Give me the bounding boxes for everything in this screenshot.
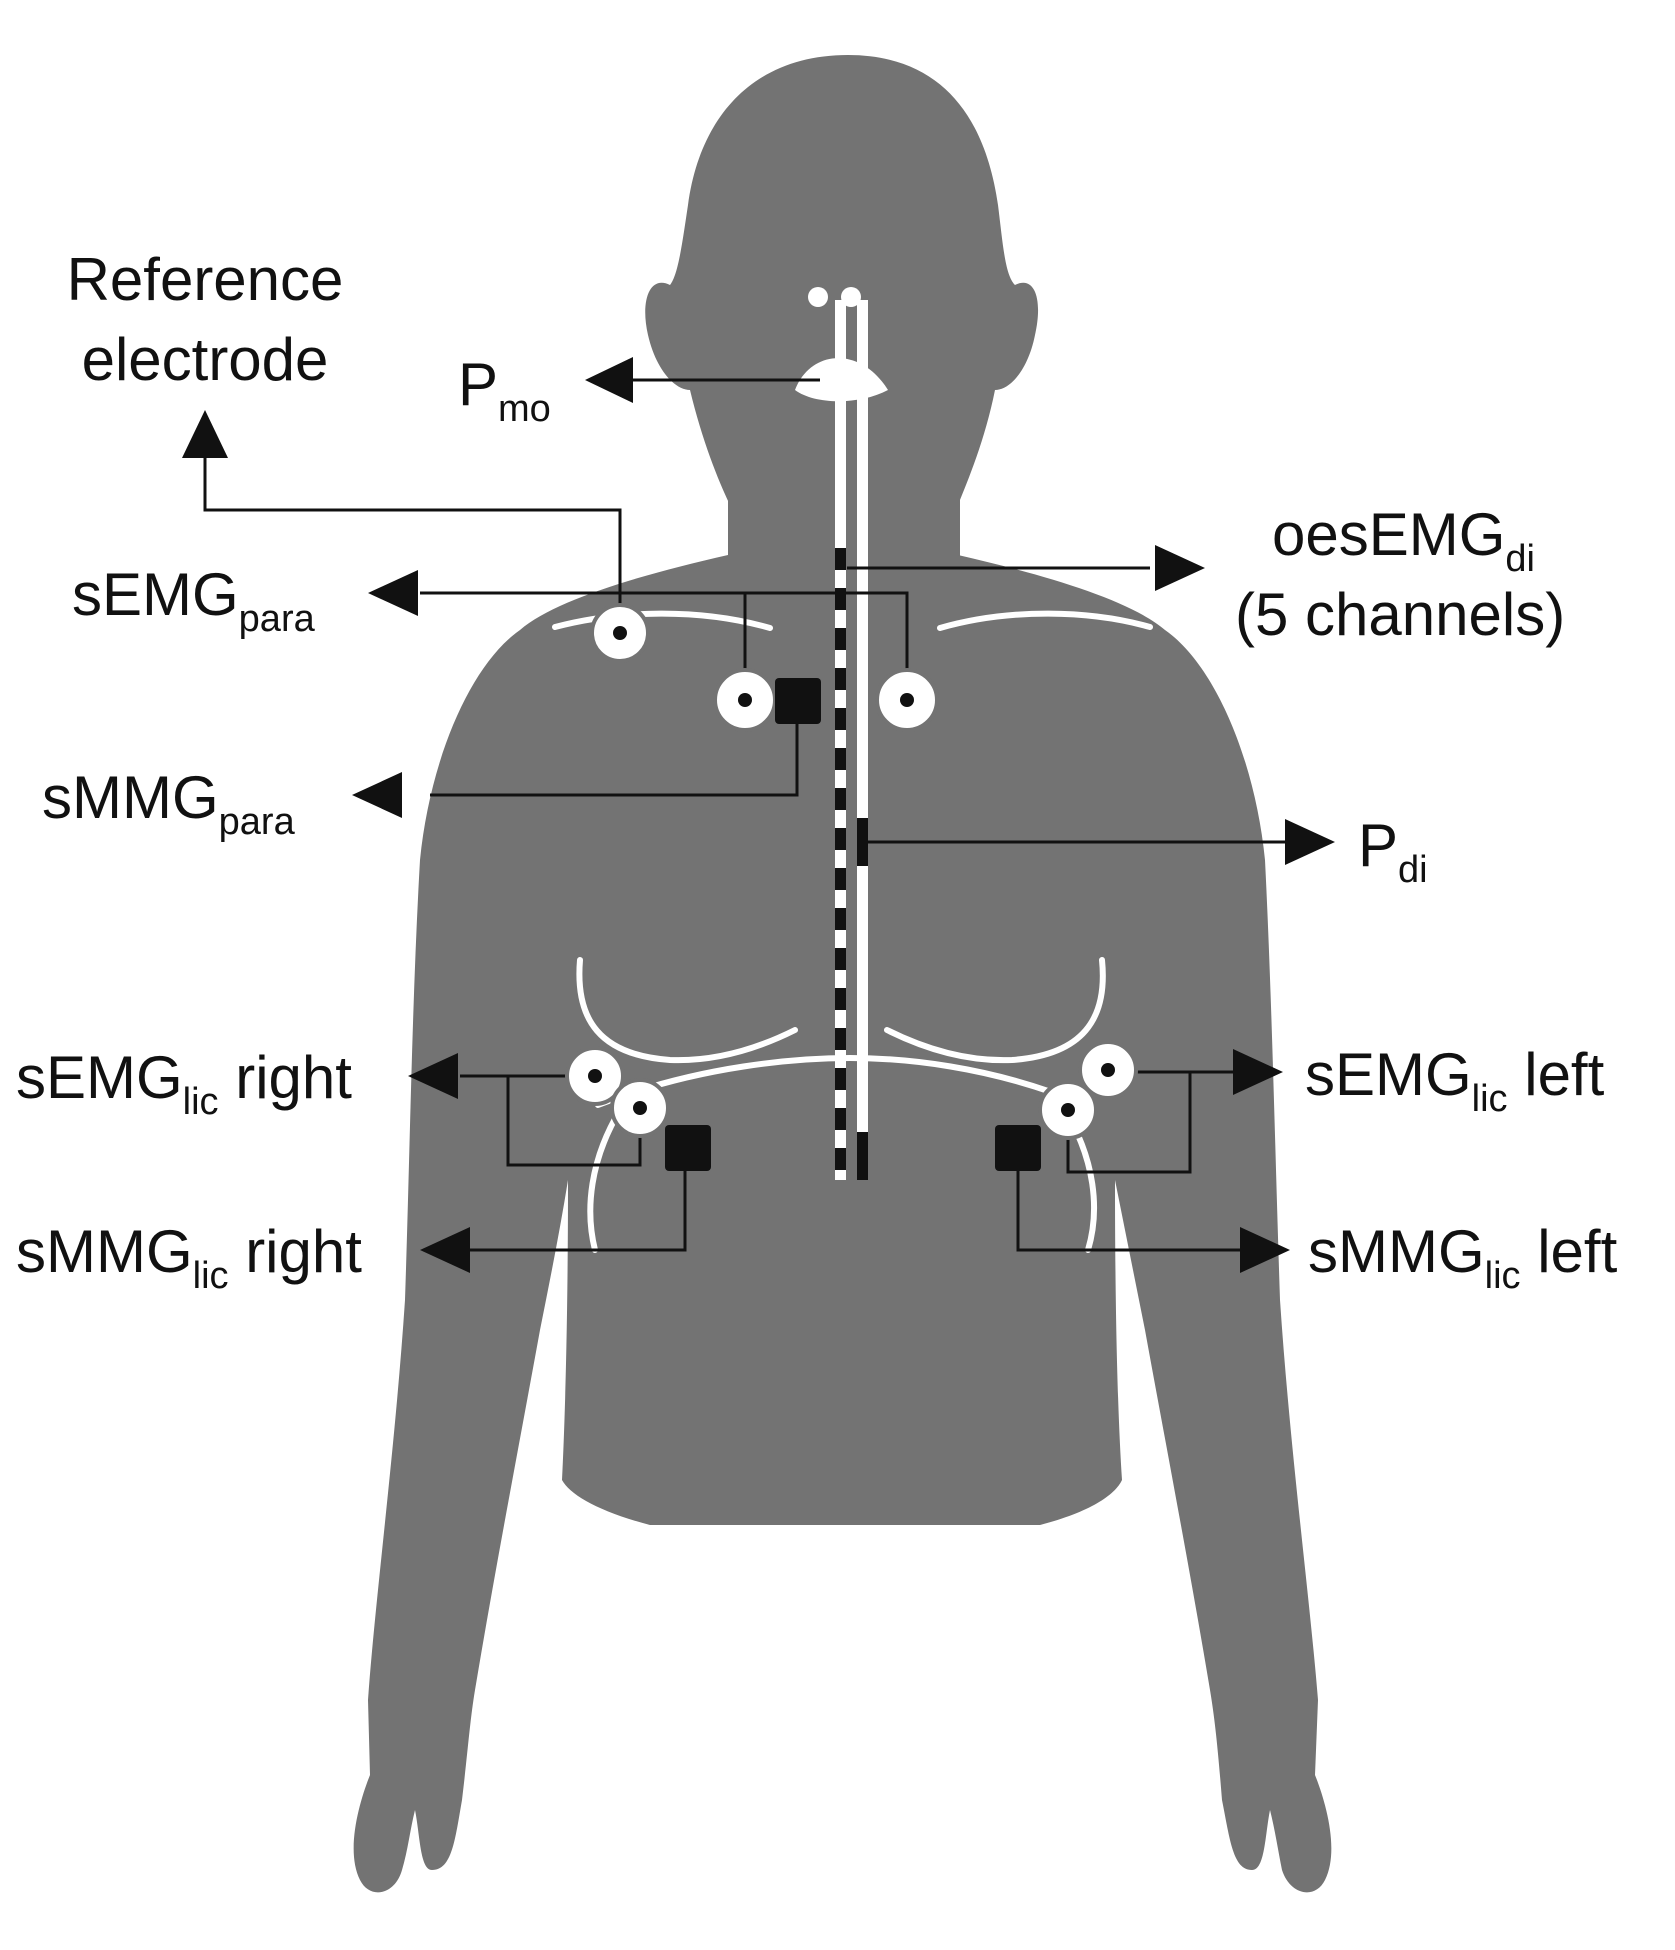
clavicle-left — [937, 610, 1153, 631]
nostril-left — [841, 287, 861, 307]
arrow-oesemg — [1155, 545, 1205, 591]
label-semg-lic-right: sEMGlic right — [16, 1044, 352, 1123]
label-semg-lic-left: sEMGlic left — [1305, 1041, 1605, 1120]
label-smmg-lic-left: sMMGlic left — [1308, 1218, 1618, 1297]
semg-para-connector — [743, 591, 909, 700]
semg-lic-right-electrode-1 — [565, 1046, 625, 1106]
flank-right — [587, 1107, 623, 1253]
arrow-pmo — [585, 357, 633, 403]
arrow-semg-para — [368, 570, 418, 616]
smmg-lic-right-sensor — [665, 1125, 711, 1171]
arrow-smmg-lic-left — [1240, 1227, 1290, 1273]
connectors — [203, 378, 1300, 1252]
arrow-smmg-lic-right — [420, 1227, 470, 1273]
semg-para-electrode-right — [713, 668, 777, 732]
semg-para-electrode-left — [875, 668, 939, 732]
label-pdi: Pdi — [1358, 812, 1428, 891]
catheters — [795, 287, 888, 1180]
label-oesemg-channels: (5 channels) — [1235, 581, 1565, 648]
smmg-para-sensor — [775, 678, 821, 724]
arrow-semg-lic-left — [1233, 1049, 1283, 1095]
torso — [353, 555, 1332, 1893]
head — [645, 55, 1039, 505]
arrow-pdi — [1285, 819, 1335, 865]
label-smmg-lic-right: sMMGlic right — [16, 1218, 362, 1297]
pectoral-left — [884, 957, 1106, 1064]
rib-margin — [595, 1054, 1088, 1108]
label-reference-line2: electrode — [82, 326, 329, 393]
arrow-semg-lic-right — [408, 1053, 458, 1099]
reference-connector — [203, 445, 622, 625]
pectoral-right — [576, 957, 798, 1064]
semg-lic-left-electrode-1 — [1078, 1040, 1138, 1100]
smmg-para-connector — [430, 722, 799, 797]
label-reference-line1: Reference — [67, 246, 344, 313]
semg-lic-left-connector — [1066, 1070, 1192, 1174]
nostril-right — [808, 287, 828, 307]
smmg-lic-right-connector — [470, 1150, 687, 1252]
label-semg-para: sEMGpara — [72, 561, 316, 640]
arrowheads — [182, 357, 1335, 1273]
gastric-catheter — [857, 300, 868, 1180]
smmg-lic-left-connector — [1016, 1150, 1245, 1252]
body-silhouette — [353, 55, 1332, 1893]
oesophageal-catheter — [835, 300, 846, 1180]
smmg-lic-left-sensor — [995, 1125, 1041, 1171]
electrodes — [565, 603, 1138, 1171]
label-smmg-para: sMMGpara — [42, 764, 296, 843]
catheter-tip — [857, 1132, 868, 1180]
arrow-smmg-para — [352, 772, 402, 818]
label-pmo: Pmo — [458, 351, 551, 430]
pdi-balloon — [857, 818, 868, 866]
arrow-reference — [182, 410, 228, 458]
semg-lic-right-connector — [506, 1074, 642, 1167]
reference-electrode — [590, 603, 650, 663]
labels: Reference electrode Pmo oesEMGdi (5 chan… — [16, 246, 1618, 1297]
mouthpiece — [795, 358, 888, 402]
semg-lic-right-electrode-2 — [610, 1078, 670, 1138]
label-oesemg: oesEMGdi — [1272, 501, 1535, 580]
semg-lic-left-electrode-2 — [1038, 1080, 1098, 1140]
